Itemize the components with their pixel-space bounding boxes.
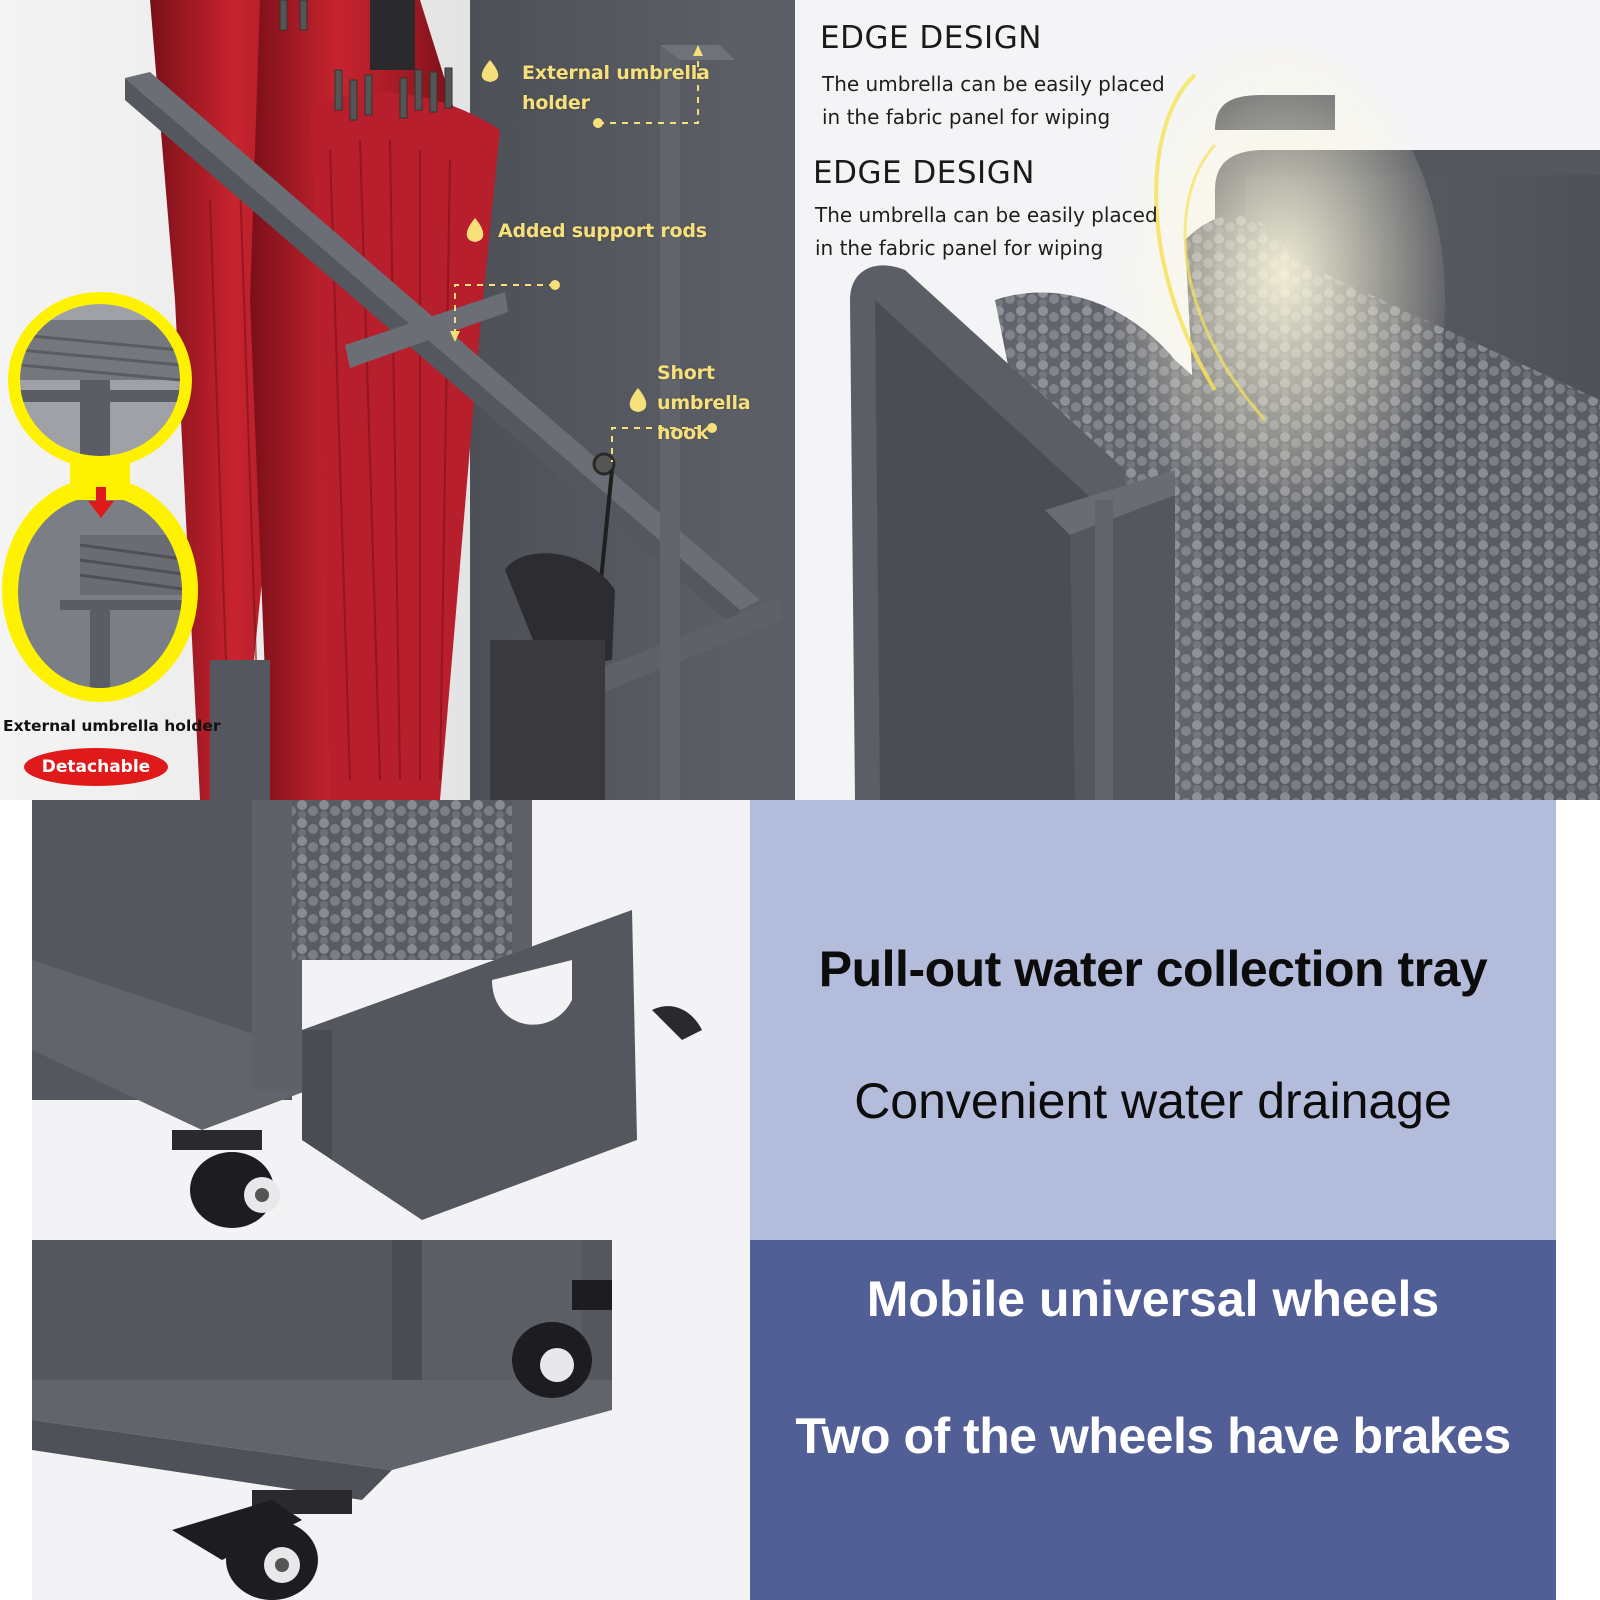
edge-body-2-line2: in the fabric panel for wiping bbox=[815, 236, 1104, 260]
wheels-illustration bbox=[32, 1240, 750, 1600]
tray-title: Pull-out water collection tray bbox=[818, 941, 1488, 997]
edge-heading-2: EDGE DESIGN bbox=[813, 155, 1035, 191]
panel-tray-photo bbox=[32, 800, 750, 1240]
callout-external-holder: External umbrella holder bbox=[522, 58, 710, 118]
edge-heading-1: EDGE DESIGN bbox=[820, 20, 1042, 56]
wheels-title: Mobile universal wheels bbox=[866, 1271, 1440, 1327]
wheels-bg bbox=[750, 1240, 1556, 1600]
wheels-subtitle: Two of the wheels have brakes bbox=[795, 1408, 1511, 1464]
callout-external-holder-line1: External umbrella bbox=[522, 62, 710, 84]
callout-short-hook-line1: Short umbrella bbox=[657, 362, 751, 414]
edge-body-1-line1: The umbrella can be easily placed bbox=[822, 72, 1165, 96]
detachable-badge-label: Detachable bbox=[41, 757, 151, 777]
inset-caption: External umbrella holder bbox=[3, 717, 221, 735]
edge-body-2: The umbrella can be easily placed in the… bbox=[815, 199, 1158, 265]
edge-body-1: The umbrella can be easily placed in the… bbox=[822, 68, 1165, 134]
arrow-down-icon bbox=[88, 487, 114, 518]
tray-bg bbox=[750, 800, 1556, 1240]
panel-external-holder: External umbrella holder Added support r… bbox=[0, 0, 795, 800]
tray-subtitle: Convenient water drainage bbox=[854, 1073, 1452, 1129]
panel-wheels-text: Mobile universal wheels Two of the wheel… bbox=[750, 1240, 1556, 1600]
edge-body-1-line2: in the fabric panel for wiping bbox=[822, 105, 1111, 129]
edge-body-2-line1: The umbrella can be easily placed bbox=[815, 203, 1158, 227]
panel-edge-design: EDGE DESIGN The umbrella can be easily p… bbox=[795, 0, 1600, 800]
callout-support-rods: Added support rods bbox=[498, 220, 707, 242]
detachable-badge: Detachable bbox=[24, 748, 168, 786]
fabric-panel-illustration bbox=[795, 0, 1600, 800]
callout-external-holder-line2: holder bbox=[522, 92, 590, 114]
panel-tray-text: Pull-out water collection tray Convenien… bbox=[750, 800, 1556, 1240]
callout-short-hook: Short umbrella hook bbox=[657, 358, 795, 448]
inset-detachable-illustration bbox=[2, 292, 198, 702]
panel-wheels-photo bbox=[32, 1240, 750, 1600]
umbrella-stand-illustration bbox=[0, 0, 795, 800]
callout-short-hook-line2: hook bbox=[657, 422, 709, 444]
tray-illustration bbox=[32, 800, 750, 1240]
